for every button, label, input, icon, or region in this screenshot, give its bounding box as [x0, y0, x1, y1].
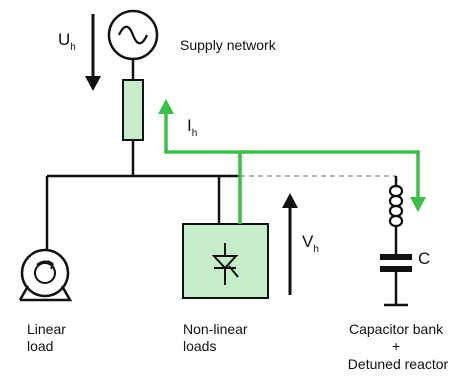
supply-network-label: Supply network [180, 37, 277, 53]
linear-load-label: Linear load [27, 321, 70, 354]
capacitor-icon [380, 254, 412, 272]
capacitor-bank-label: Capacitor bank + Detuned reactor [348, 321, 449, 372]
inductor-icon [388, 184, 404, 228]
capacitor-label: C [418, 249, 430, 268]
vh-label: Vh [302, 232, 319, 255]
harmonic-voltage-arrow [282, 193, 298, 295]
uh-label: Uh [58, 30, 76, 53]
ih-label: Ih [187, 116, 197, 139]
thyristor-icon [211, 243, 239, 285]
supply-voltage-arrow [85, 14, 101, 91]
ac-source-icon [107, 9, 159, 61]
nonlinear-loads-label: Non-linear loads [183, 321, 251, 354]
network-impedance [122, 79, 144, 141]
motor-icon [18, 248, 73, 302]
harmonic-current-path [158, 99, 426, 224]
